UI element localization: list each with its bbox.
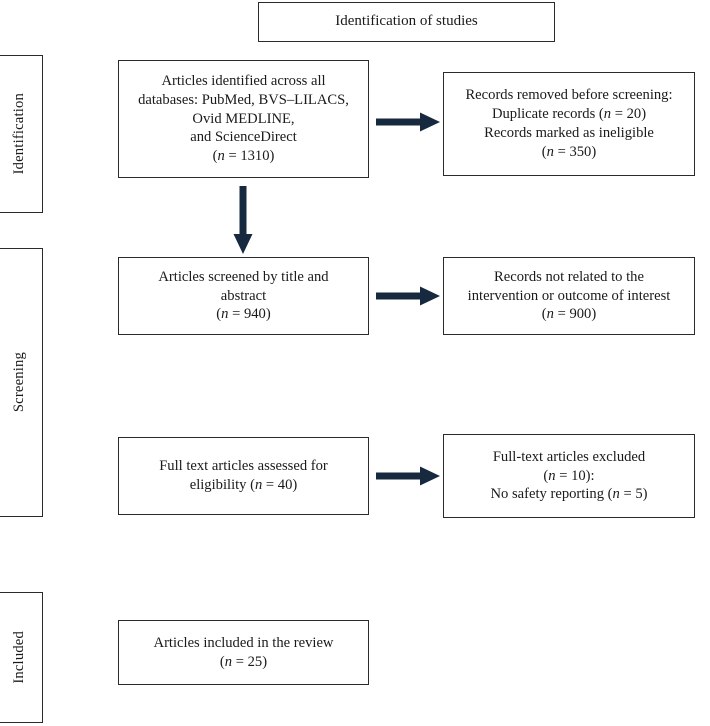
box-articles-screened: Articles screened by title and abstract … — [118, 257, 369, 335]
box-articles-identified-line2: databases: PubMed, BVS–LILACS, — [138, 91, 349, 108]
arrow-identified-to-screened — [232, 186, 254, 254]
paren-open: ( — [219, 653, 225, 670]
box-articles-identified-line1: Articles identified across all — [161, 72, 326, 89]
box-articles-screened-line1: Articles screened by title and — [158, 268, 329, 285]
paren-open: ( — [543, 467, 549, 484]
box-full-text-excluded: Full-text articles excluded (n = 10): No… — [443, 434, 695, 518]
box-articles-included-line1: Articles included in the review — [153, 634, 334, 651]
box-records-removed: Records removed before screening: Duplic… — [443, 72, 695, 176]
stage-label-identification: Identification — [0, 55, 43, 213]
arrow-screened-to-not-related — [376, 285, 440, 307]
box-full-text-assessed-line1: Full text articles assessed for — [159, 458, 328, 475]
box-records-not-related-line2: intervention or outcome of interest — [467, 287, 671, 304]
arrow-full-text-to-excluded — [376, 465, 440, 487]
box-records-removed-line1: Records removed before screening: — [465, 87, 673, 104]
paren-open: ( — [541, 306, 547, 323]
duplicates-label: Duplicate records ( — [491, 106, 604, 123]
box-full-text-assessed-count: eligibility (n = 40) — [125, 476, 362, 495]
count-value: = 1310) — [224, 148, 275, 165]
n-symbol: n — [224, 653, 233, 670]
box-articles-screened-count: (n = 940) — [125, 305, 362, 324]
box-full-text-excluded-count: (n = 10): — [450, 467, 688, 486]
box-full-text-excluded-no-safety: No safety reporting (n = 5) — [450, 485, 688, 504]
count-value: = 350) — [553, 143, 597, 160]
box-articles-identified-line4: and ScienceDirect — [190, 129, 297, 146]
box-full-text-assessed: Full text articles assessed for eligibil… — [118, 437, 369, 515]
n-symbol: n — [546, 306, 554, 323]
count-value: = 40) — [262, 477, 298, 493]
header-identification-of-studies: Identification of studies — [258, 2, 555, 42]
box-records-not-related-count: (n = 900) — [450, 305, 688, 324]
box-articles-identified-line3: Ovid MEDLINE, — [192, 110, 295, 127]
n-symbol: n — [217, 148, 225, 165]
box-articles-identified: Articles identified across all databases… — [118, 60, 369, 178]
arrow-identified-to-removed — [376, 111, 440, 133]
n-symbol: n — [254, 477, 263, 493]
box-records-removed-line3: Records marked as ineligible — [484, 125, 654, 141]
n-symbol: n — [603, 106, 612, 123]
box-articles-identified-count: (n = 1310) — [125, 147, 362, 166]
box-records-not-related: Records not related to the intervention … — [443, 257, 695, 335]
box-full-text-excluded-line1: Full-text articles excluded — [492, 448, 646, 465]
box-records-removed-duplicates: Duplicate records (n = 20) — [450, 105, 688, 124]
paren-open: ( — [541, 143, 547, 160]
count-value: = 20) — [611, 106, 647, 123]
box-articles-included: Articles included in the review (n = 25) — [118, 620, 369, 685]
n-symbol: n — [221, 306, 229, 323]
count-value: = 5) — [619, 486, 648, 503]
box-articles-screened-line2: abstract — [220, 287, 267, 304]
header-title: Identification of studies — [335, 13, 478, 30]
n-symbol: n — [546, 143, 554, 160]
stage-label-included-text: Included — [11, 631, 27, 684]
stage-label-identification-text: Identification — [11, 93, 27, 175]
stage-label-screening: Screening — [0, 248, 43, 517]
count-value: = 10): — [555, 467, 595, 484]
box-records-removed-ineligible-count: (n = 350) — [450, 143, 688, 162]
paren-open: ( — [212, 148, 218, 165]
box-articles-included-count: (n = 25) — [125, 653, 362, 672]
n-symbol: n — [612, 486, 620, 503]
no-safety-label: No safety reporting ( — [490, 486, 613, 503]
stage-label-screening-text: Screening — [11, 352, 27, 413]
paren-open: ( — [216, 306, 222, 323]
stage-label-included: Included — [0, 592, 43, 723]
count-value: = 940) — [228, 306, 271, 323]
count-value: = 25) — [232, 653, 268, 670]
n-symbol: n — [548, 467, 556, 484]
eligibility-label: eligibility ( — [189, 477, 255, 493]
box-records-not-related-line1: Records not related to the — [494, 268, 644, 285]
count-value: = 900) — [553, 306, 597, 323]
